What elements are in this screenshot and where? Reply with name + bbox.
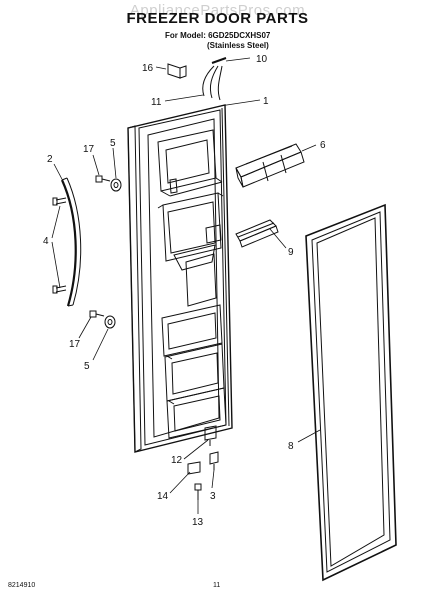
callout-8: 8 xyxy=(288,441,294,452)
door-gasket xyxy=(305,203,397,582)
callout-14: 14 xyxy=(157,491,169,502)
callout-16: 16 xyxy=(142,63,154,74)
leader-lines xyxy=(51,57,321,514)
callouts: 16 10 11 1 17 5 6 2 4 9 17 5 8 12 14 3 1… xyxy=(43,54,326,528)
door-handle xyxy=(60,177,82,307)
callout-13: 13 xyxy=(192,517,204,528)
callout-2: 2 xyxy=(47,154,53,165)
watermark: AppliancePartsPros.com xyxy=(129,2,306,19)
callout-5-upper: 5 xyxy=(110,138,116,149)
callout-10: 10 xyxy=(256,54,268,65)
callout-9: 9 xyxy=(288,247,294,258)
document-number: 8214910 xyxy=(8,582,36,589)
finish-line: (Stainless Steel) xyxy=(207,41,269,50)
lower-screw-spacer xyxy=(89,310,116,329)
dispenser-housing xyxy=(157,192,224,307)
lower-bins xyxy=(161,304,227,439)
callout-12: 12 xyxy=(171,455,183,466)
page-title: FREEZER DOOR PARTS xyxy=(126,10,309,27)
bottom-hinge-parts xyxy=(187,425,219,500)
callout-17-upper: 17 xyxy=(83,144,95,155)
callout-17-lower: 17 xyxy=(69,339,81,350)
model-line: For Model: 6GD25DCXHS07 xyxy=(165,31,271,40)
callout-4: 4 xyxy=(43,236,49,247)
shelf-bar xyxy=(235,143,305,188)
handle-screws xyxy=(52,197,67,294)
callout-1: 1 xyxy=(263,96,269,107)
top-hinge-parts xyxy=(167,57,227,101)
upper-screw-spacer xyxy=(95,175,122,192)
callout-3: 3 xyxy=(210,491,216,502)
page-number: 11 xyxy=(213,582,221,589)
callout-5-lower: 5 xyxy=(84,361,90,372)
callout-6: 6 xyxy=(320,140,326,151)
door-panel xyxy=(127,104,233,453)
trim-strip xyxy=(235,219,279,248)
upper-bin xyxy=(157,129,223,197)
callout-11: 11 xyxy=(151,97,162,108)
